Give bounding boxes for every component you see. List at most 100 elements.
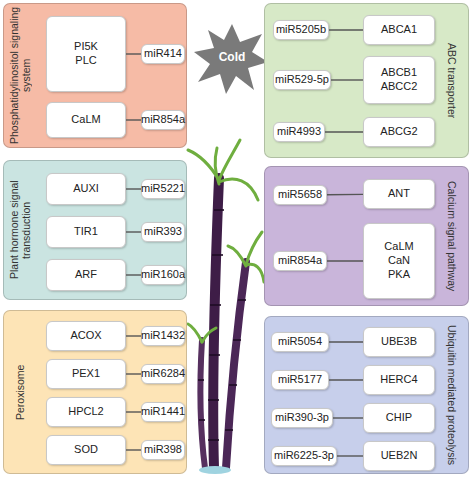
gene-box: ABCB1ABCC2: [363, 56, 435, 104]
cane-stalk: [200, 340, 205, 468]
mirna-box: miR854a: [273, 251, 327, 271]
mirna-box: miR5658: [273, 185, 327, 205]
gene-name: PKA: [388, 268, 410, 282]
stalk-node: [209, 354, 220, 356]
sugarcane-plant: [188, 140, 264, 474]
leaf: [215, 148, 219, 184]
pathway-panel: Phosphatidylinositol signaling system PI5…: [3, 3, 187, 148]
cane-stalk: [226, 262, 246, 468]
leaf: [188, 324, 202, 342]
stalk-node: [199, 419, 205, 421]
gene-name: CHIP: [386, 411, 412, 425]
mirna-box: miR414: [141, 44, 185, 64]
stalk-node: [208, 439, 219, 441]
gene-box: CaLM: [46, 102, 126, 138]
regulation-link: [331, 79, 363, 80]
mirna-box: miR5221: [141, 179, 185, 199]
panel-title: Ubiquitin mediated proteolysis: [436, 317, 466, 473]
mirna-box: miR6284: [141, 364, 185, 384]
panel-title: Peroxisome: [6, 311, 36, 473]
regulation-link: [126, 335, 141, 336]
gene-name: UBE3B: [381, 335, 417, 349]
mirna-name: miR854a: [278, 254, 322, 268]
gene-name: CaLM: [384, 240, 413, 254]
cane-stalk: [213, 178, 219, 468]
regulation-link: [333, 417, 363, 418]
regulation-link: [337, 455, 363, 456]
gene-name: ANT: [388, 187, 410, 201]
pathway-panel: ABC transportermiR5205bABCA1miR529-5pABC…: [264, 3, 469, 158]
leaf: [246, 232, 262, 265]
regulation-link: [327, 194, 363, 196]
gene-name: HERC4: [380, 373, 417, 387]
mirna-name: miR1432: [141, 329, 185, 343]
mirna-name: miR529-5p: [275, 73, 329, 87]
gene-box: ABCA1: [363, 15, 435, 45]
regulation-link: [126, 231, 141, 232]
stalk-node: [212, 254, 223, 256]
cold-star: [194, 24, 268, 94]
pathway-panel: Peroxisome ACOX miR1432PEX1 miR6284HPCL2 miR…: [3, 310, 187, 474]
gene-name: ARF: [75, 268, 97, 282]
leaf: [219, 140, 240, 180]
gene-box: SOD: [46, 435, 126, 465]
gene-box: ARF: [46, 259, 126, 291]
gene-box: PI5KPLC: [46, 16, 126, 92]
mirna-name: miR5221: [141, 182, 185, 196]
panel-title: ABC transporter: [436, 4, 466, 157]
gene-name: CaN: [388, 254, 410, 268]
pathway-panel: Calcium signal pathwaymiR5658ANTmiR854aC…: [264, 166, 469, 306]
gene-name: HPCL2: [68, 405, 103, 419]
regulation-link: [325, 131, 363, 132]
regulation-link: [126, 274, 141, 275]
mirna-box: miR854a: [141, 110, 185, 130]
gene-name: ABCA1: [381, 23, 417, 37]
mirna-name: miR1441: [141, 405, 185, 419]
gene-box: CaLMCaNPKA: [363, 223, 435, 299]
mirna-box: miR160a: [141, 265, 185, 285]
gene-box: ANT: [363, 179, 435, 209]
gene-name: ABCC2: [381, 80, 418, 94]
mirna-name: miR6284: [141, 367, 185, 381]
gene-name: TIR1: [74, 225, 98, 239]
stalk-node: [208, 399, 219, 401]
mirna-box: miR5205b: [273, 20, 329, 40]
mirna-box: miR393: [141, 222, 185, 242]
mirna-name: miR414: [144, 47, 182, 61]
leaf: [246, 264, 264, 282]
pathway-panel: Ubiquitin mediated proteolysis miR5054 UBE…: [264, 316, 469, 474]
mirna-box: miR390-3p: [271, 408, 333, 428]
gene-box: UBE3B: [363, 327, 435, 357]
panel-title: Phosphatidylinositol signaling system: [6, 4, 36, 147]
leaf: [228, 246, 246, 266]
gene-name: AUXI: [73, 182, 99, 196]
gene-name: ACOX: [70, 329, 101, 343]
mirna-box: miR5054: [271, 332, 329, 352]
mirna-name: miR160a: [141, 268, 185, 282]
mirna-name: miR5054: [278, 335, 322, 349]
mirna-name: miR854a: [141, 113, 185, 127]
gene-name: ABCG2: [380, 125, 417, 139]
gene-box: TIR1: [46, 216, 126, 248]
gene-box: AUXI: [46, 173, 126, 205]
gene-name: UEB2N: [381, 449, 418, 463]
gene-name: CaLM: [71, 113, 100, 127]
gene-box: ACOX: [46, 321, 126, 351]
mirna-name: miR6225-3p: [274, 449, 334, 463]
regulation-link: [329, 379, 363, 380]
pathway-panel: Plant hormone signal transductionAUXImiR…: [3, 160, 187, 300]
regulation-link: [126, 53, 141, 54]
gene-name: SOD: [74, 443, 98, 457]
mirna-name: miR398: [144, 443, 182, 457]
regulation-link: [126, 373, 141, 374]
mirna-box: miR529-5p: [273, 70, 331, 90]
gene-name: PI5K: [74, 40, 98, 54]
cane-roots: [199, 466, 231, 474]
gene-box: PEX1: [46, 359, 126, 389]
mirna-box: miR6225-3p: [271, 446, 337, 466]
mirna-name: miR5205b: [276, 23, 326, 37]
leaf: [202, 328, 216, 342]
mirna-name: miR5177: [278, 373, 322, 387]
stalk-node: [233, 339, 241, 341]
